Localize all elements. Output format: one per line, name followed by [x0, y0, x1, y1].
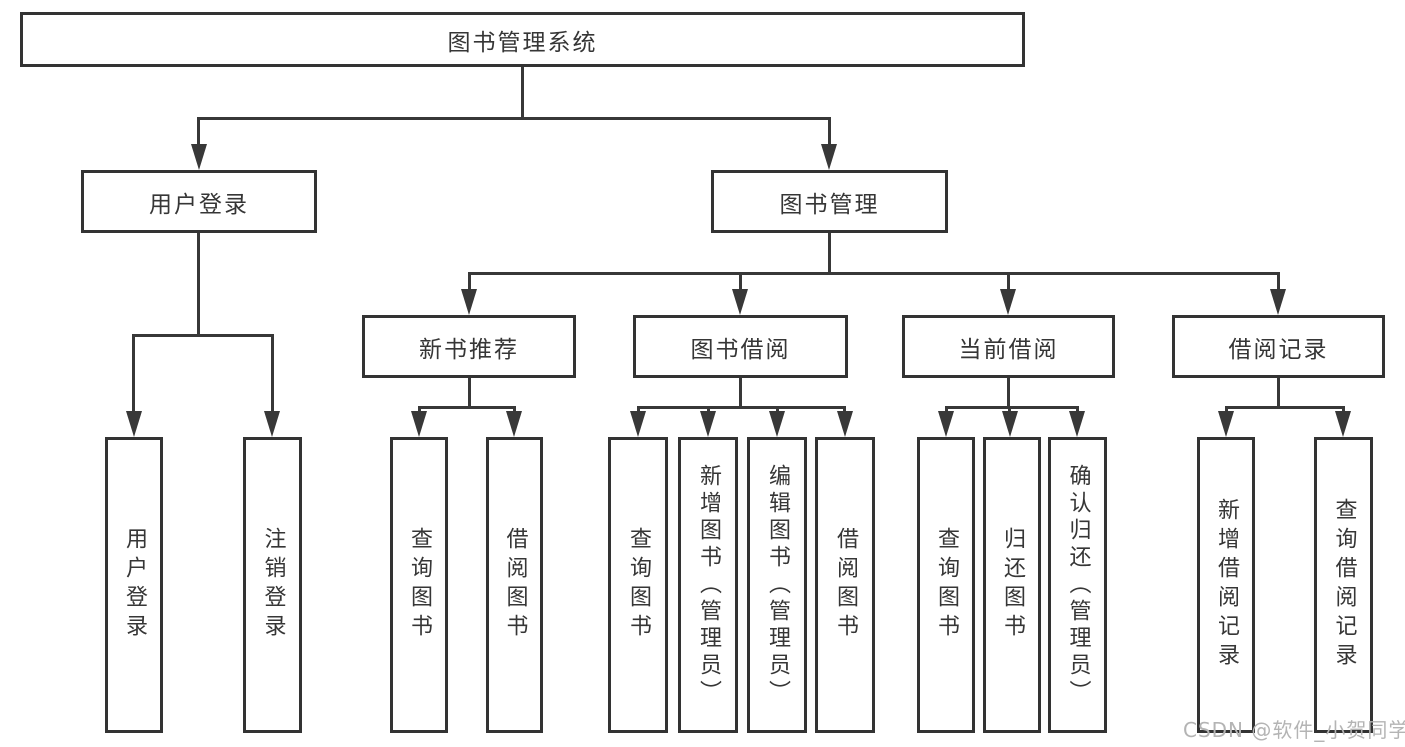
leaf-cb-return-label: 归还图书 — [1000, 527, 1025, 643]
connector-drop-cb-confirm — [1076, 406, 1079, 414]
arrowhead-down-icon — [1069, 411, 1085, 437]
leaf-logout: 注销登录 — [243, 437, 302, 733]
arrowhead-down-icon — [461, 289, 477, 315]
arrowhead-down-icon — [630, 411, 646, 437]
connector-drop-borrow-records — [1277, 272, 1280, 292]
arrowhead-down-icon — [1002, 411, 1018, 437]
connector-level2-bar — [197, 117, 831, 120]
node-new-book-rec-label: 新书推荐 — [419, 336, 519, 363]
connector-drop-bb-borrow — [843, 406, 846, 414]
arrowhead-down-icon — [938, 411, 954, 437]
leaf-bb-edit-label: 编辑图书（管理员） — [765, 463, 790, 707]
arrowhead-down-icon — [126, 411, 142, 437]
connector-drop-new-book-rec — [468, 272, 471, 292]
leaf-login-label: 用户登录 — [122, 527, 147, 643]
connector-drop-br-query — [1342, 406, 1345, 414]
arrowhead-down-icon — [264, 411, 280, 437]
arrowhead-down-icon — [191, 144, 207, 170]
arrowhead-down-icon — [821, 144, 837, 170]
leaf-rec-query: 查询图书 — [390, 437, 448, 733]
arrowhead-down-icon — [1270, 289, 1286, 315]
connector-drop-bb-edit — [776, 406, 779, 414]
connector-drop-book-borrow — [739, 272, 742, 292]
connector-book-mgmt-stem — [828, 233, 831, 274]
arrowhead-down-icon — [837, 411, 853, 437]
connector-user-login-bar — [132, 334, 274, 337]
connector-borrow-records-stem — [1277, 378, 1280, 408]
connector-current-borrow-bar — [945, 406, 1078, 409]
leaf-br-query-label: 查询借阅记录 — [1331, 498, 1357, 672]
arrowhead-down-icon — [1218, 411, 1234, 437]
arrowhead-down-icon — [700, 411, 716, 437]
connector-book-borrow-bar — [637, 406, 846, 409]
node-book-borrow: 图书借阅 — [633, 315, 848, 378]
node-borrow-records-label: 借阅记录 — [1228, 336, 1329, 363]
leaf-br-add: 新增借阅记录 — [1197, 437, 1255, 733]
leaf-bb-borrow: 借阅图书 — [815, 437, 875, 733]
connector-drop-bb-query — [637, 406, 640, 414]
node-new-book-rec: 新书推荐 — [362, 315, 576, 378]
leaf-bb-query: 查询图书 — [608, 437, 668, 733]
arrowhead-down-icon — [1000, 289, 1016, 315]
leaf-cb-confirm-label: 确认归还（管理员） — [1065, 463, 1091, 707]
connector-drop-br-add — [1225, 406, 1228, 414]
node-current-borrow: 当前借阅 — [902, 315, 1115, 378]
arrowhead-down-icon — [1335, 411, 1351, 437]
connector-drop-rec-query — [418, 406, 421, 414]
leaf-br-add-label: 新增借阅记录 — [1214, 498, 1239, 672]
connector-root-stem — [521, 67, 524, 119]
node-book-mgmt: 图书管理 — [711, 170, 948, 233]
node-borrow-records: 借阅记录 — [1172, 315, 1385, 378]
leaf-bb-edit: 编辑图书（管理员） — [747, 437, 807, 733]
leaf-cb-query-label: 查询图书 — [934, 527, 959, 643]
leaf-bb-borrow-label: 借阅图书 — [833, 527, 858, 643]
connector-drop-book-mgmt — [828, 117, 831, 147]
connector-new-book-rec-bar — [418, 406, 516, 409]
connector-borrow-records-bar — [1225, 406, 1345, 409]
arrowhead-down-icon — [506, 411, 522, 437]
node-root: 图书管理系统 — [20, 12, 1025, 67]
arrowhead-down-icon — [411, 411, 427, 437]
leaf-logout-label: 注销登录 — [260, 527, 286, 643]
node-current-borrow-label: 当前借阅 — [958, 336, 1059, 363]
csdn-watermark: CSDN @软件_小贺同学 — [1183, 718, 1405, 742]
leaf-cb-query: 查询图书 — [917, 437, 975, 733]
connector-drop-current-borrow — [1007, 272, 1010, 292]
connector-new-book-rec-stem — [468, 378, 471, 408]
leaf-cb-confirm: 确认归还（管理员） — [1048, 437, 1107, 733]
arrowhead-down-icon — [769, 411, 785, 437]
connector-drop-login — [132, 334, 135, 414]
node-book-mgmt-label: 图书管理 — [779, 191, 880, 218]
connector-drop-cb-query — [945, 406, 948, 414]
connector-drop-bb-add — [707, 406, 710, 414]
node-root-label: 图书管理系统 — [447, 29, 598, 56]
leaf-rec-borrow-label: 借阅图书 — [502, 527, 528, 643]
connector-drop-logout — [271, 334, 274, 414]
leaf-bb-add-label: 新增图书（管理员） — [696, 463, 721, 707]
leaf-rec-query-label: 查询图书 — [407, 527, 432, 643]
leaf-login: 用户登录 — [105, 437, 163, 733]
leaf-br-query: 查询借阅记录 — [1314, 437, 1373, 733]
leaf-bb-add: 新增图书（管理员） — [678, 437, 738, 733]
connector-user-login-stem — [197, 233, 200, 336]
node-book-borrow-label: 图书借阅 — [690, 336, 791, 363]
connector-book-borrow-stem — [739, 378, 742, 408]
arrowhead-down-icon — [732, 289, 748, 315]
connector-drop-rec-borrow — [513, 406, 516, 414]
connector-level3-bar — [468, 272, 1280, 275]
node-user-login-label: 用户登录 — [149, 191, 249, 218]
leaf-bb-query-label: 查询图书 — [626, 527, 651, 643]
node-user-login: 用户登录 — [81, 170, 317, 233]
connector-current-borrow-stem — [1007, 378, 1010, 408]
connector-drop-user-login — [197, 117, 200, 147]
leaf-rec-borrow: 借阅图书 — [486, 437, 543, 733]
leaf-cb-return: 归还图书 — [983, 437, 1041, 733]
connector-drop-cb-return — [1008, 406, 1011, 414]
